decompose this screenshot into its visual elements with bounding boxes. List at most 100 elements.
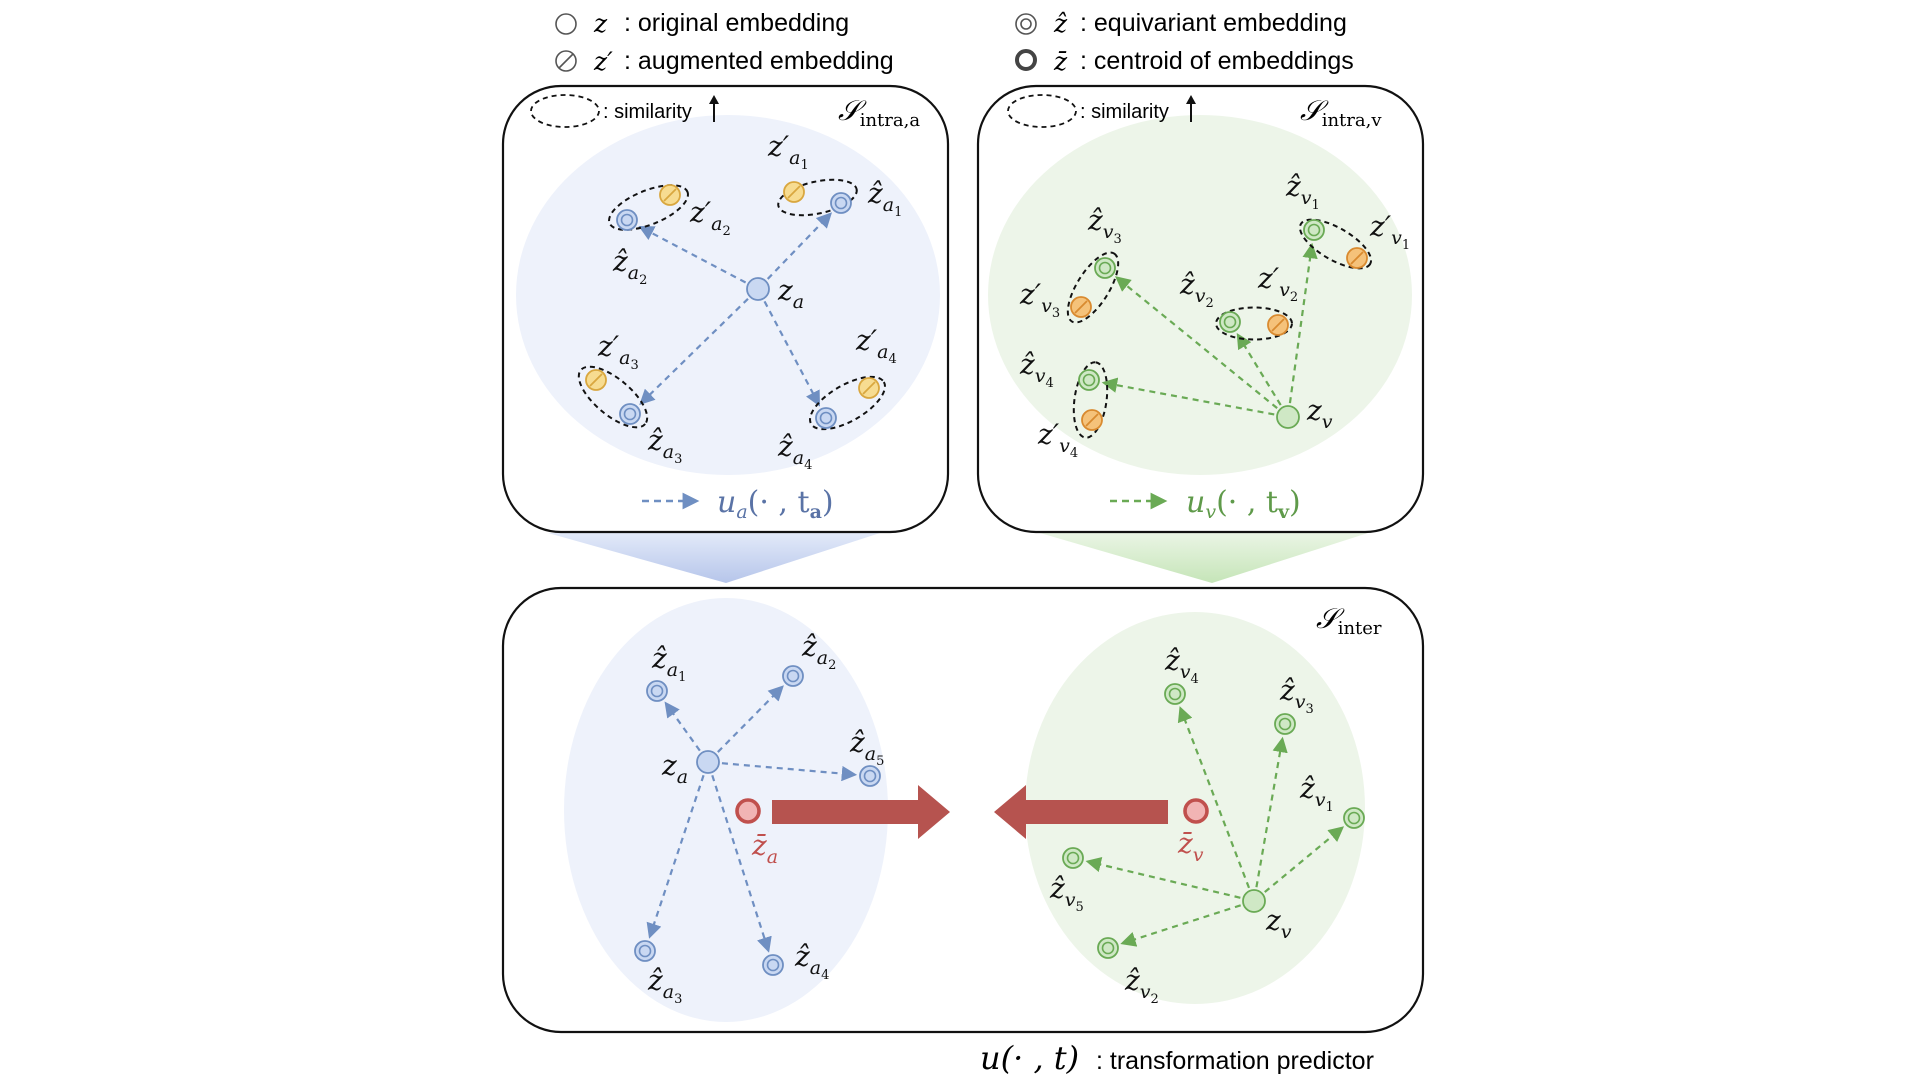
original-label: zv <box>1306 394 1333 433</box>
similarity-label: : similarity <box>603 101 692 123</box>
augmented-label: z′v2 <box>1257 262 1298 305</box>
legend-symbol: ẑ <box>1053 9 1068 38</box>
equivariant-label: ẑa4 <box>777 430 812 473</box>
equivariant-label: ẑa5 <box>849 726 884 769</box>
equivariant-label: ẑa2 <box>801 630 836 673</box>
centroid-label: z̄v <box>1177 827 1204 866</box>
predictor-arrow <box>766 212 833 280</box>
augmented-node <box>1346 247 1368 269</box>
legend-equivariant: ẑ : equivariant embedding <box>1015 9 1347 38</box>
equivariant-node <box>1062 847 1084 869</box>
equivariant-node <box>616 209 638 231</box>
predictor-arrow <box>1085 857 1241 899</box>
augmented-node <box>1070 296 1092 318</box>
predictor-arrow <box>1115 276 1278 410</box>
augmented-label: z′v4 <box>1037 418 1078 461</box>
audio-region <box>564 598 888 1022</box>
augmented-label: z′a4 <box>855 324 897 367</box>
space-label: 𝒮intra,v <box>1300 94 1382 131</box>
predictor-legend: ua(· , ta) <box>642 485 834 523</box>
augmented-node <box>858 377 880 399</box>
predictor-arrow <box>1264 826 1345 893</box>
augmented-node <box>585 369 607 391</box>
legend-text: : centroid of embeddings <box>1080 47 1354 75</box>
augmented-label: z′a2 <box>689 196 731 239</box>
equivariant-label: ẑv3 <box>1087 204 1122 247</box>
plain-circle-icon <box>555 13 577 35</box>
equivariant-label: ẑv2 <box>1124 964 1159 1007</box>
equivariant-node <box>634 940 656 962</box>
legend-symbol: z̄ <box>1053 47 1068 76</box>
similarity-ellipse-icon <box>530 94 600 128</box>
original-node <box>746 277 770 301</box>
predictor-arrow <box>664 701 701 752</box>
footer-text: : transformation predictor <box>1096 1047 1374 1075</box>
bold-circle-icon <box>1015 49 1037 71</box>
predictor-arrow <box>638 226 747 284</box>
equivariant-node <box>762 954 784 976</box>
equivariant-label: ẑv2 <box>1179 268 1214 311</box>
equivariant-node <box>859 765 881 787</box>
augmented-node <box>783 181 805 203</box>
augmented-label: z′a1 <box>767 130 809 173</box>
equivariant-node <box>619 403 641 425</box>
equivariant-label: ẑa3 <box>647 964 682 1007</box>
footer-predictor: u(· , t) <box>980 1039 1079 1077</box>
similarity-label: : similarity <box>1080 101 1169 123</box>
predictor-legend: uv(· , tv) <box>1110 485 1301 523</box>
legend-symbol: z <box>593 9 608 38</box>
centroid-label: z̄a <box>751 829 778 868</box>
legend-original: z : original embedding <box>555 9 849 38</box>
legend-augmented: z′ : augmented embedding <box>555 47 894 76</box>
augmented-label: z′v1 <box>1369 210 1410 253</box>
equivariant-label: ẑv5 <box>1049 872 1084 915</box>
equivariant-node <box>1303 219 1325 241</box>
predictor-label: uv(· , tv) <box>1186 485 1301 523</box>
predictor-arrow <box>1288 242 1318 404</box>
similarity-ellipse <box>1066 251 1120 324</box>
similarity-ellipse <box>1215 306 1293 341</box>
equivariant-node <box>815 407 837 429</box>
predictor-arrow <box>721 762 858 782</box>
original-node <box>1242 889 1266 913</box>
predictor-arrow <box>711 774 772 953</box>
predictor-arrow <box>1177 706 1251 889</box>
original-label: za <box>777 274 804 313</box>
legend-centroid: z̄ : centroid of embeddings <box>1015 47 1354 76</box>
footer: u(· , t) : transformation predictor <box>980 1039 1374 1077</box>
equivariant-label: ẑa4 <box>794 940 829 983</box>
equivariant-node <box>782 665 804 687</box>
equivariant-label: ẑv4 <box>1019 348 1054 391</box>
fade-connector-audio <box>548 533 880 583</box>
space-label: 𝒮intra,a <box>838 94 920 131</box>
equivariant-node <box>1097 937 1119 959</box>
similarity-ellipse-icon <box>1007 94 1077 128</box>
panel-intra-v: : similarity 𝒮intra,v ẑv1 z′v1 ẑv2 z′v2 ẑv3 z… <box>976 84 1425 534</box>
equivariant-label: ẑa1 <box>651 642 686 685</box>
predictor-label: ua(· , ta) <box>717 485 834 523</box>
equivariant-node <box>1094 257 1116 279</box>
legend-text: : original embedding <box>624 9 849 37</box>
original-node <box>696 750 720 774</box>
similarity-ellipse <box>1072 361 1109 439</box>
legend-text: : augmented embedding <box>624 47 894 75</box>
equivariant-label: ẑa3 <box>647 424 682 467</box>
equivariant-label: ẑa2 <box>612 245 647 288</box>
similarity-ellipse <box>809 375 886 431</box>
equivariant-node <box>1164 683 1186 705</box>
equivariant-node <box>830 192 852 214</box>
equivariant-node <box>1343 807 1365 829</box>
predictor-arrow <box>1120 904 1242 947</box>
predictor-arrow <box>1101 377 1275 416</box>
equivariant-label: ẑv1 <box>1285 170 1320 213</box>
fade-connector-video <box>1040 533 1368 583</box>
augmented-label: z′v3 <box>1019 278 1060 321</box>
predictor-arrow <box>763 300 820 407</box>
predictor-arrow <box>1236 333 1282 406</box>
augmented-label: z′a3 <box>597 330 639 373</box>
centroid-node <box>1183 798 1209 824</box>
panel-intra-a: : similarity 𝒮intra,a ẑa1z′a1ẑa2z′a2ẑa3z… <box>501 84 950 534</box>
legend-text: : equivariant embedding <box>1080 9 1347 37</box>
